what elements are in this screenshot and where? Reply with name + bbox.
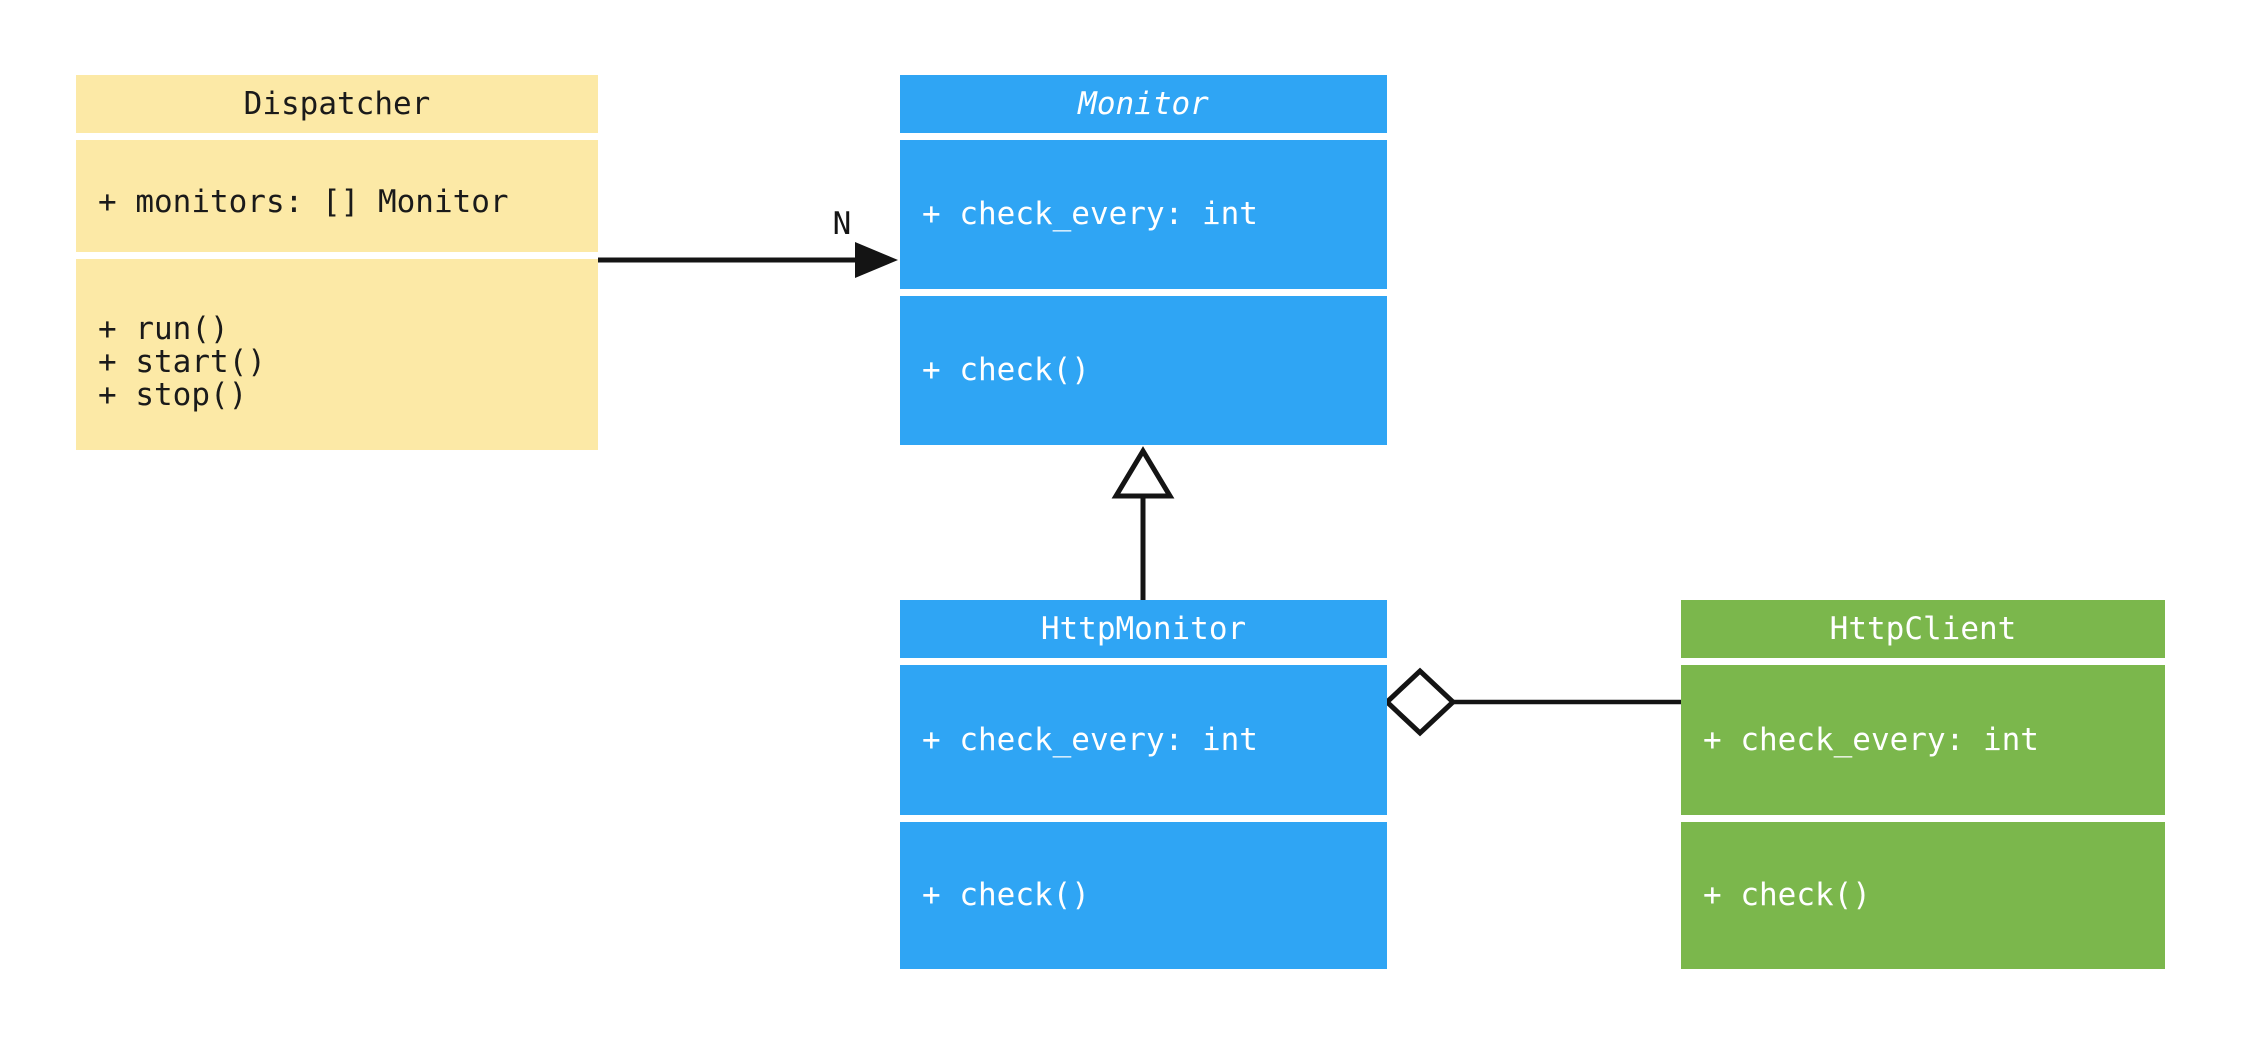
method-item: + stop(): [98, 376, 248, 413]
method-item: + check(): [922, 877, 1090, 913]
association-arrowhead-icon: [855, 242, 898, 278]
attribute-item: + check_every: int: [922, 196, 1258, 232]
attributes-compartment: + monitors: [] Monitor: [76, 140, 598, 252]
class-title: HttpMonitor: [900, 600, 1387, 658]
class-box-httpclient: HttpClient + check_every: int + check(): [1681, 600, 2165, 969]
method-item: + check(): [922, 352, 1090, 388]
methods-compartment: + check(): [900, 296, 1387, 445]
class-title: HttpClient: [1681, 600, 2165, 658]
methods-compartment: + check(): [1681, 822, 2165, 969]
inheritance-httpmonitor-to-monitor: [1111, 446, 1175, 601]
attributes-compartment: + check_every: int: [900, 665, 1387, 815]
attribute-item: + check_every: int: [1703, 721, 2039, 758]
method-item: + run(): [98, 310, 229, 347]
class-box-dispatcher: Dispatcher + monitors: [] Monitor + run(…: [76, 75, 598, 450]
aggregation-httpmonitor-to-httpclient: [1383, 667, 1682, 737]
attribute-item: + check_every: int: [922, 721, 1258, 758]
multiplicity-label: N: [832, 206, 852, 242]
class-title: Monitor: [900, 75, 1387, 133]
class-box-monitor: Monitor + check_every: int + check(): [900, 75, 1387, 445]
attribute-item: + monitors: [] Monitor: [98, 184, 509, 220]
aggregation-diamond-icon: [1383, 667, 1457, 737]
methods-compartment: + run() + start() + stop(): [76, 259, 598, 450]
attributes-compartment: + check_every: int: [900, 140, 1387, 289]
method-item: + check(): [1703, 877, 1871, 913]
methods-compartment: + check(): [900, 822, 1387, 969]
attributes-compartment: + check_every: int: [1681, 665, 2165, 815]
class-title: Dispatcher: [76, 75, 598, 133]
class-box-httpmonitor: HttpMonitor + check_every: int + check(): [900, 600, 1387, 969]
method-item: + start(): [98, 343, 266, 380]
inheritance-triangle-icon: [1111, 446, 1175, 499]
association-dispatcher-to-monitor: [598, 242, 898, 278]
